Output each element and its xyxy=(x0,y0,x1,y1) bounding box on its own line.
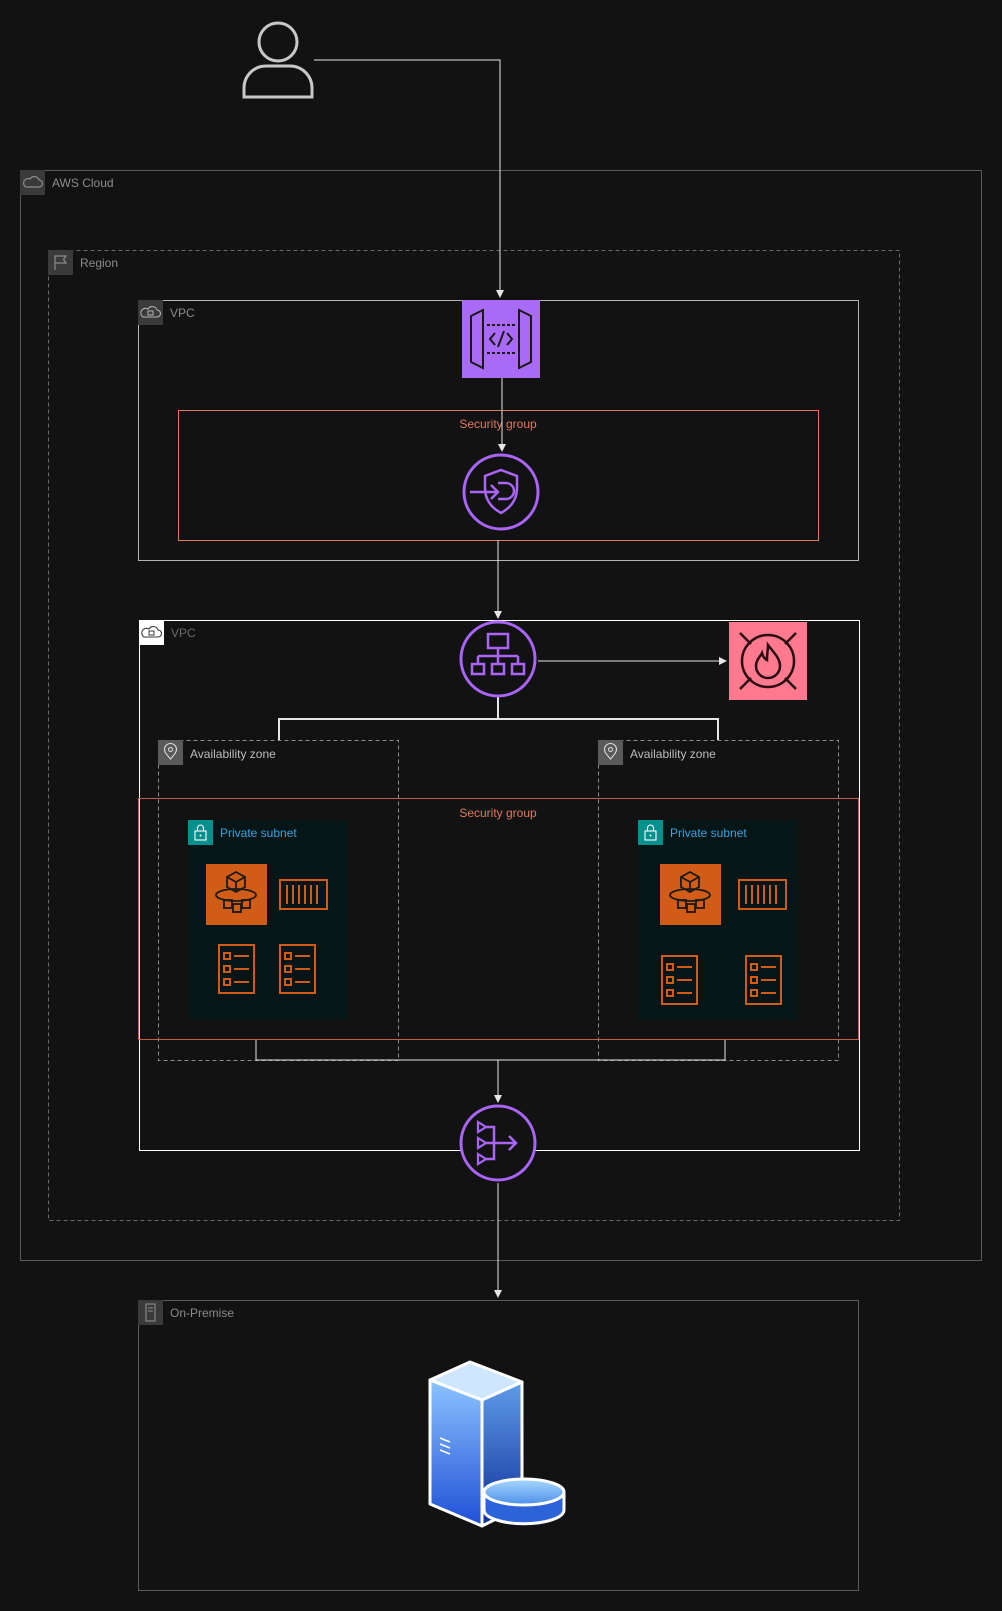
security-group-bottom-label: Security group xyxy=(459,806,537,820)
flag-icon xyxy=(48,250,73,275)
connectors xyxy=(255,59,727,1298)
availability-zone-left[interactable]: Availability zone xyxy=(158,740,399,1061)
region-group[interactable]: Region xyxy=(48,250,900,1221)
vpc-top-label: VPC xyxy=(170,306,195,320)
aws-cloud-group[interactable]: AWS Cloud xyxy=(20,170,982,1261)
building-icon xyxy=(138,1300,163,1325)
load-balancer-icon[interactable] xyxy=(459,620,537,698)
nat-gateway-icon[interactable] xyxy=(459,1104,537,1182)
subnet-left-label: Private subnet xyxy=(220,826,297,840)
security-group-bottom[interactable]: Security group xyxy=(138,798,859,1040)
api-gateway-icon[interactable] xyxy=(462,300,540,378)
on-premise-label: On-Premise xyxy=(170,1306,234,1320)
vpc-bottom-group[interactable]: VPC xyxy=(139,620,860,1151)
az-left-label: Availability zone xyxy=(190,747,276,761)
vpc-cloud-lock-icon xyxy=(139,620,164,645)
waf-icon[interactable] xyxy=(729,622,807,700)
lock-icon xyxy=(188,820,213,845)
task-list-icon[interactable] xyxy=(745,955,782,1005)
user-icon[interactable] xyxy=(242,21,314,99)
fargate-icon[interactable] xyxy=(660,864,721,925)
cloud-icon xyxy=(20,170,45,195)
vpc-bottom-label: VPC xyxy=(171,626,196,640)
connector-subnets-to-merge xyxy=(255,1040,726,1061)
lock-icon xyxy=(638,820,663,845)
task-list-icon[interactable] xyxy=(218,944,255,994)
vpc-endpoint-icon[interactable] xyxy=(462,453,540,531)
subnet-right-label: Private subnet xyxy=(670,826,747,840)
task-list-icon[interactable] xyxy=(661,955,698,1005)
region-label: Region xyxy=(80,256,118,270)
container-icon[interactable] xyxy=(279,879,328,910)
connector-load-balancer-to-availability-zones xyxy=(278,697,719,740)
container-icon[interactable] xyxy=(738,879,787,910)
task-list-icon[interactable] xyxy=(279,944,316,994)
fargate-icon[interactable] xyxy=(206,864,267,925)
aws-cloud-label: AWS Cloud xyxy=(52,176,114,190)
location-pin-icon xyxy=(158,740,183,765)
az-right-label: Availability zone xyxy=(630,747,716,761)
vpc-cloud-lock-icon xyxy=(138,300,163,325)
security-group-top-label: Security group xyxy=(459,417,537,431)
server-database-icon[interactable] xyxy=(428,1360,566,1528)
connector-user-to-api-gateway xyxy=(314,59,504,298)
on-premise-group[interactable]: On-Premise xyxy=(138,1300,859,1591)
location-pin-icon xyxy=(598,740,623,765)
